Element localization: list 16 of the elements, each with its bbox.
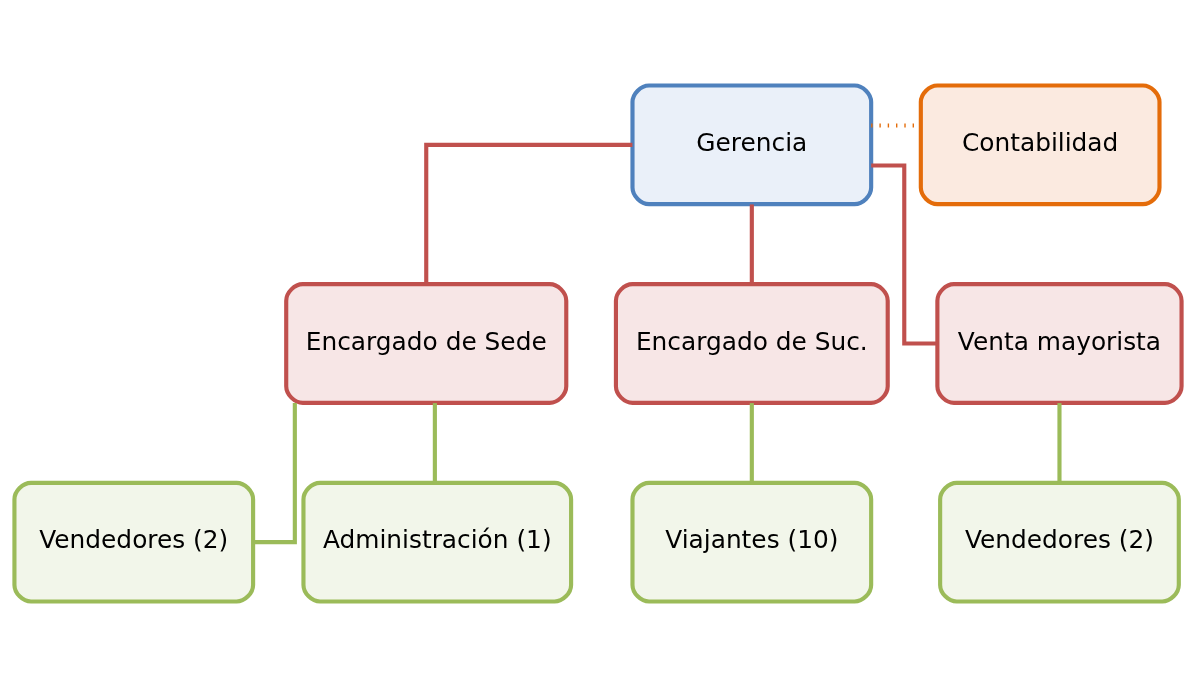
- connector: [432, 403, 437, 483]
- node-box: Vendedores (2): [938, 480, 1181, 604]
- node-box: Encargado de Sede: [284, 282, 569, 405]
- connector: [253, 403, 297, 545]
- connector: [1057, 403, 1062, 483]
- node-box: Encargado de Suc.: [613, 282, 890, 405]
- node-box: Vendedores (2): [12, 480, 256, 604]
- node-box: Gerencia: [630, 83, 874, 207]
- node-box: Contabilidad: [918, 83, 1162, 207]
- node-box: Viajantes (10): [630, 480, 874, 604]
- node-box: Administración (1): [301, 480, 574, 604]
- connector: [424, 142, 633, 284]
- node-box: Venta mayorista: [935, 282, 1184, 405]
- connector: [749, 403, 754, 483]
- connector: [749, 204, 754, 284]
- connector: [871, 163, 938, 346]
